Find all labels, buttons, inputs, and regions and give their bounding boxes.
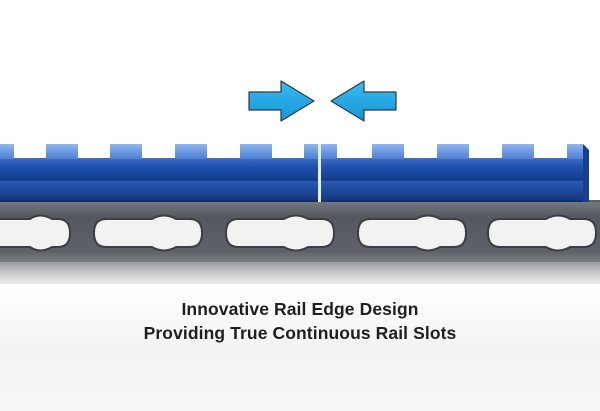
handguard-slot bbox=[0, 214, 72, 252]
rail-section-right bbox=[321, 144, 589, 202]
arrow-right-icon bbox=[248, 80, 315, 122]
handguard-slot bbox=[356, 214, 468, 252]
caption-line-2: Providing True Continuous Rail Slots bbox=[143, 323, 457, 343]
caption: Innovative Rail Edge Design Providing Tr… bbox=[0, 297, 600, 345]
handguard bbox=[0, 200, 600, 284]
handguard-slot bbox=[224, 214, 336, 252]
handguard-slot bbox=[92, 214, 204, 252]
handguard-slot bbox=[486, 214, 598, 252]
rail-seam bbox=[318, 144, 321, 202]
arrow-left-icon bbox=[330, 80, 397, 122]
caption-line-1: Innovative Rail Edge Design bbox=[181, 299, 419, 319]
rail-section-left bbox=[0, 144, 318, 202]
